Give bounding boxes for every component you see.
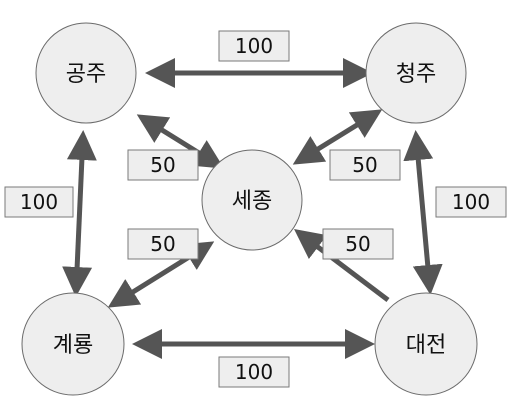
edge-label-text: 100 — [20, 190, 58, 214]
edge-sejong-cheongju — [292, 109, 383, 165]
node-gyeryong: 계룡 — [21, 292, 125, 396]
nodes: 공주 청주 세종 계룡 대전 — [21, 22, 478, 396]
edge-label-text: 50 — [345, 232, 370, 256]
edge-gongju-gyeryong — [62, 130, 97, 297]
edge-label-text: 100 — [235, 360, 273, 384]
edge-label-text: 100 — [452, 190, 490, 214]
node-label: 세종 — [232, 189, 272, 214]
edge-label-text: 100 — [235, 34, 273, 58]
edge-label-gyeryong-daejeon: 100 — [218, 356, 290, 388]
edge-labels: 100 100 100 100 50 50 50 50 — [4, 30, 507, 388]
edge-label-text: 50 — [150, 232, 175, 256]
node-label: 계룡 — [53, 333, 93, 358]
edge-cheongju-daejeon — [403, 130, 443, 295]
edge-label-daejeon-sejong: 50 — [322, 228, 394, 260]
edge-label-gongju-gyeryong: 100 — [4, 186, 74, 218]
edge-label-text: 50 — [352, 153, 377, 177]
edge-label-cheongju-daejeon: 100 — [435, 186, 507, 218]
node-gongju: 공주 — [35, 22, 137, 124]
node-label: 대전 — [406, 333, 446, 358]
node-daejeon: 대전 — [374, 292, 478, 396]
edge-label-sejong-gongju: 50 — [127, 149, 199, 181]
node-cheongju: 청주 — [365, 22, 467, 124]
edge-label-text: 50 — [150, 153, 175, 177]
edge-label-gongju-cheongju: 100 — [218, 30, 290, 62]
node-label: 청주 — [396, 62, 436, 87]
edge-label-sejong-cheongju: 50 — [329, 149, 401, 181]
node-label: 공주 — [66, 62, 106, 87]
node-sejong: 세종 — [201, 149, 303, 251]
edge-label-sejong-gyeryong: 50 — [127, 228, 199, 260]
edge-daejeon-sejong — [294, 228, 390, 302]
edge-sejong-gongju — [136, 114, 225, 169]
